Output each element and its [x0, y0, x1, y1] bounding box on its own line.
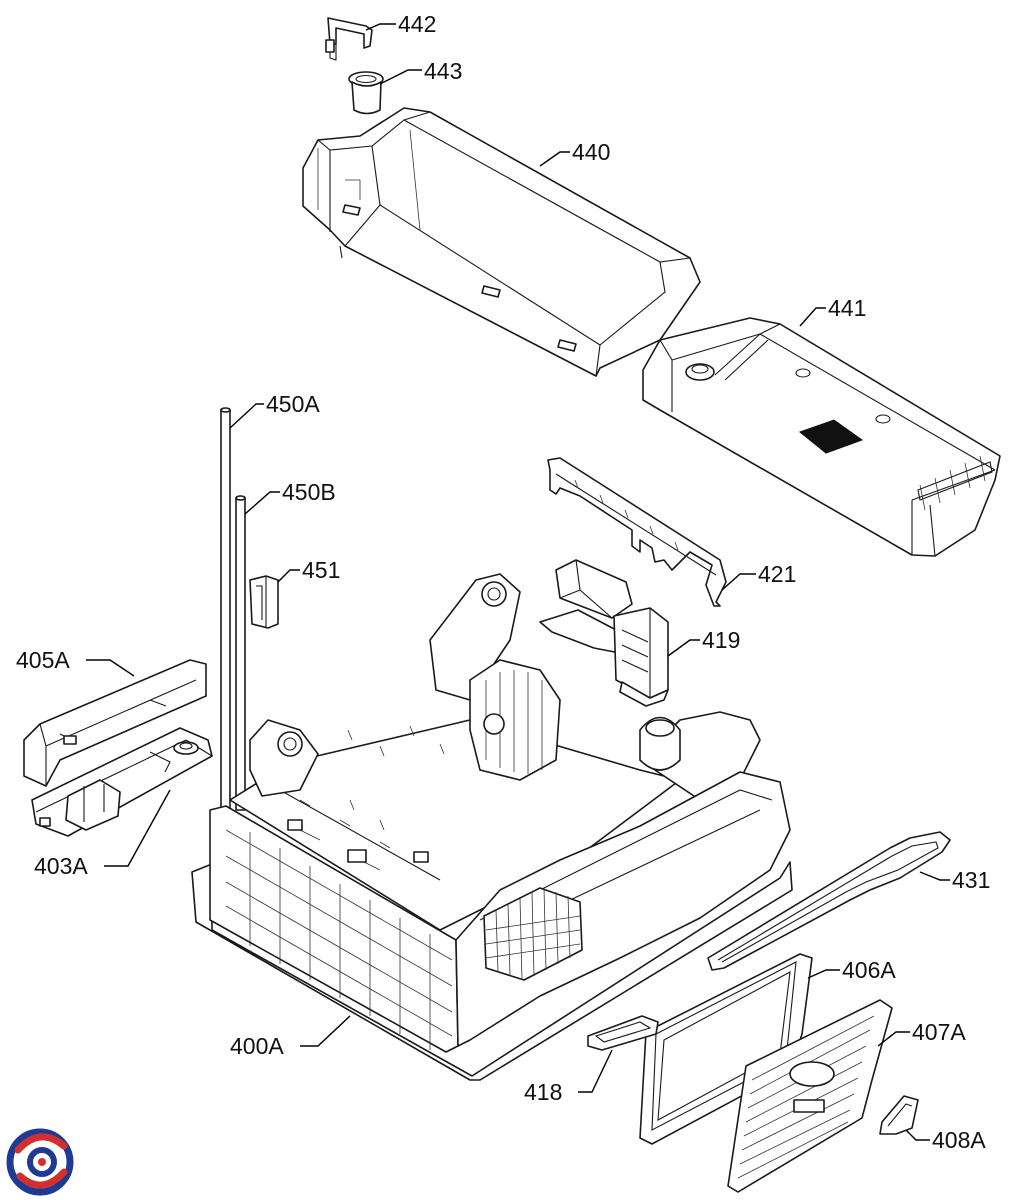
leader-450b	[244, 491, 280, 515]
label-406a: 406A	[842, 957, 896, 983]
leader-451	[277, 569, 300, 583]
label-450a: 450A	[266, 391, 320, 417]
part-442-clip[interactable]	[325, 17, 373, 61]
label-407a: 407A	[912, 1019, 966, 1045]
leader-405a	[86, 659, 135, 677]
label-405a: 405A	[16, 647, 70, 673]
leader-406a	[807, 969, 840, 979]
leader-418	[578, 1049, 613, 1093]
part-451-clip[interactable]	[249, 575, 279, 629]
label-443: 443	[424, 58, 462, 84]
part-450a-tube[interactable]	[220, 407, 231, 811]
leader-450a	[229, 403, 264, 429]
leader-441	[799, 307, 826, 327]
part-labels: 442 443 440 441 450A 450B 451 421 419 40…	[16, 11, 990, 1153]
leader-lines	[86, 23, 950, 1141]
leader-407a	[877, 1031, 910, 1047]
label-400a: 400A	[230, 1033, 284, 1059]
label-431: 431	[952, 867, 990, 893]
label-421: 421	[758, 561, 796, 587]
part-421-bracket[interactable]	[547, 457, 727, 607]
label-418: 418	[524, 1079, 562, 1105]
part-419-valve-assembly[interactable]	[539, 559, 669, 707]
part-441-water-tank[interactable]	[642, 317, 1001, 557]
part-418-small-cover[interactable]	[587, 1015, 659, 1051]
part-407a-grille[interactable]	[727, 999, 893, 1193]
leader-419	[667, 639, 700, 657]
leader-421	[721, 573, 756, 591]
part-431-gasket[interactable]	[707, 831, 951, 971]
label-451: 451	[302, 557, 340, 583]
leader-443	[379, 69, 422, 85]
label-450b: 450B	[282, 479, 336, 505]
part-440-upper-housing[interactable]	[302, 107, 701, 377]
leader-440	[539, 151, 570, 167]
label-440: 440	[572, 139, 610, 165]
leader-431	[919, 871, 950, 881]
label-441: 441	[828, 295, 866, 321]
part-400a-main-chassis[interactable]	[191, 573, 793, 1081]
leader-408a	[905, 1129, 930, 1141]
part-443-bushing[interactable]	[348, 71, 384, 115]
leader-403a	[104, 789, 171, 867]
part-403a-base-plate[interactable]	[31, 727, 213, 837]
part-408a-small-part[interactable]	[879, 1095, 919, 1135]
label-442: 442	[398, 11, 436, 37]
leader-442	[365, 23, 396, 31]
label-403a: 403A	[34, 853, 88, 879]
label-408a: 408A	[932, 1127, 986, 1153]
label-419: 419	[702, 627, 740, 653]
leader-400a	[300, 1015, 351, 1047]
part-450b-tube[interactable]	[235, 495, 246, 811]
brand-swirl-logo	[6, 1128, 74, 1196]
part-405a-cover[interactable]	[23, 659, 207, 787]
